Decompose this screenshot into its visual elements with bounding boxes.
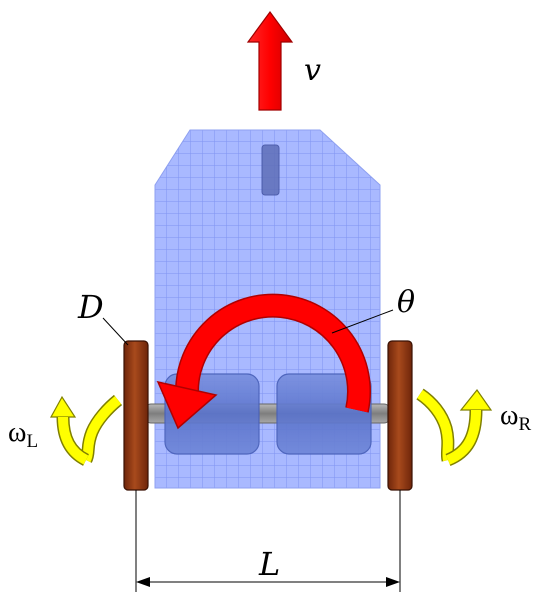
wheel-diameter-label: D bbox=[77, 288, 104, 326]
omega-left-label: ωL bbox=[8, 417, 38, 452]
omega-right-label: ωR bbox=[500, 400, 531, 435]
wheelbase-label: L bbox=[258, 545, 280, 583]
left-wheel bbox=[123, 340, 149, 491]
d-leader-line bbox=[102, 317, 129, 346]
front-sensor bbox=[261, 144, 280, 196]
theta-leader-line bbox=[331, 309, 394, 334]
velocity-label: v bbox=[304, 53, 321, 88]
right-omega-arrow bbox=[416, 388, 493, 467]
rotation-arrow bbox=[156, 293, 371, 430]
left-omega-arrow bbox=[49, 394, 123, 466]
wheelbase-dimension-arrow bbox=[136, 577, 400, 587]
right-wheel bbox=[387, 340, 413, 491]
velocity-arrow bbox=[246, 10, 294, 111]
theta-label: θ bbox=[397, 285, 415, 320]
